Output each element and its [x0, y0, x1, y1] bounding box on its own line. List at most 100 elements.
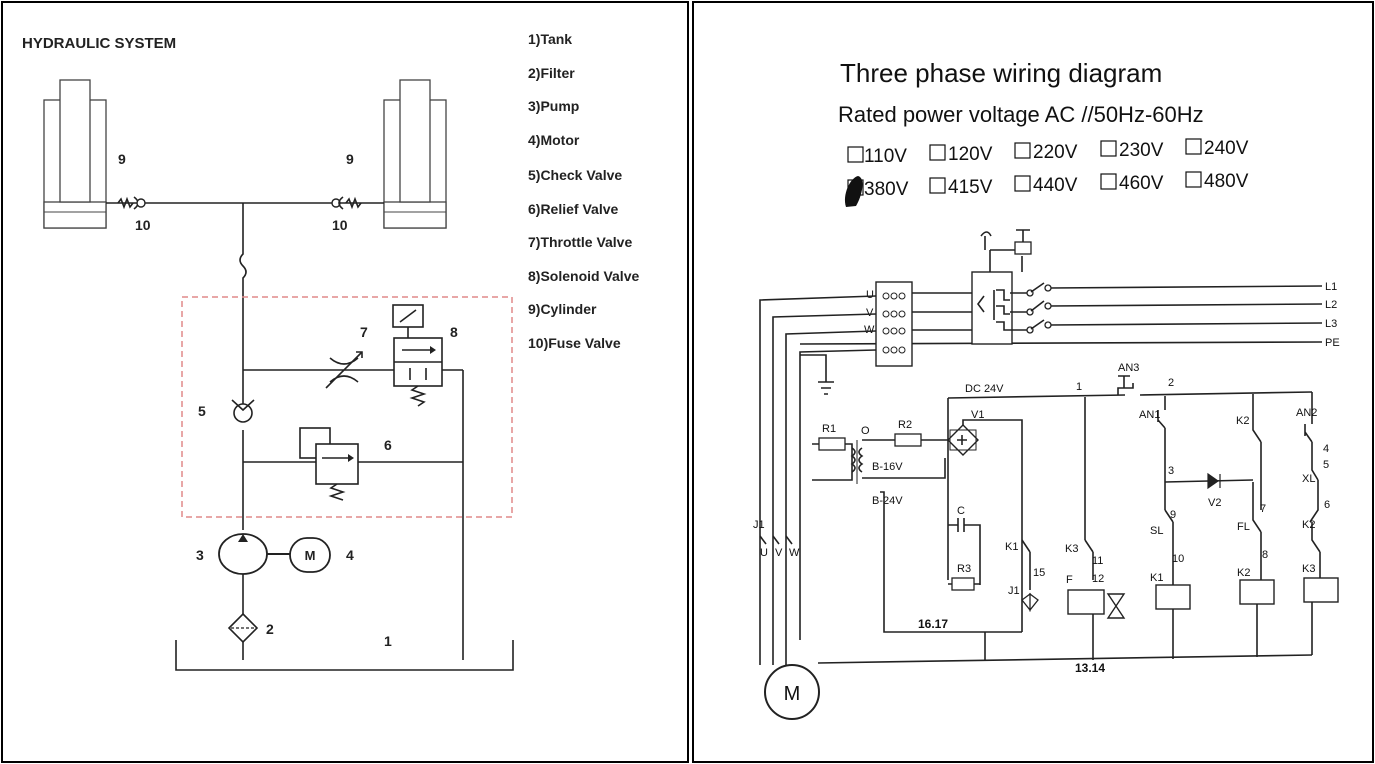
voltage-row-2: 380V 415V 440V 460V 480V — [844, 171, 1249, 207]
voltage-option: 440V — [1033, 175, 1078, 196]
legend-item: 6)Relief Valve — [528, 201, 618, 217]
motor-symbol: M — [305, 548, 316, 563]
k1-label: K1 — [1005, 541, 1018, 553]
legend-item: 9)Cylinder — [528, 301, 597, 317]
voltage-checkbox[interactable] — [847, 146, 864, 163]
throttle-valve — [325, 351, 363, 389]
k1b-label: K1 — [1150, 572, 1163, 584]
n7-label: 7 — [1260, 503, 1266, 515]
n10-label: 10 — [1172, 553, 1184, 565]
solenoid-valve — [392, 304, 443, 407]
relief-tag: 6 — [384, 437, 392, 453]
fuse-left-tag: 10 — [135, 217, 151, 233]
motor: M — [289, 537, 331, 573]
voltage-checkbox[interactable] — [1014, 142, 1031, 159]
voltage-option: 480V — [1204, 171, 1249, 192]
voltage-checkbox[interactable] — [1100, 173, 1117, 190]
tank — [175, 640, 514, 671]
sl-label: SL — [1150, 525, 1163, 537]
three-phase-motor: M — [764, 664, 820, 720]
voltage-option: 380V — [864, 179, 909, 200]
cylinder-left-tag: 9 — [118, 151, 126, 167]
j1-valve-label: J1 — [1008, 585, 1020, 597]
line-label: PE — [1325, 337, 1340, 349]
check-valve-tag: 5 — [198, 403, 206, 419]
voltage-option: 415V — [948, 177, 993, 198]
pipe-trunk — [239, 203, 247, 412]
legend-item: 2)Filter — [528, 65, 575, 81]
an3-label: AN3 — [1118, 362, 1139, 374]
hydraulic-title: HYDRAULIC SYSTEM — [22, 35, 176, 52]
motor-feeds — [759, 295, 877, 670]
filter-tag: 2 — [266, 621, 274, 637]
wiring-panel-border — [692, 1, 1374, 763]
voltage-checkbox[interactable] — [1100, 140, 1117, 157]
k2c-label: K2 — [1302, 519, 1315, 531]
voltage-checkbox[interactable] — [1185, 171, 1202, 188]
o-label: O — [861, 425, 870, 437]
label-16-17: 16.17 — [918, 617, 948, 631]
valve-block-outline — [181, 296, 513, 518]
legend-item: 1)Tank — [528, 31, 572, 47]
wiring-title: Three phase wiring diagram — [840, 58, 1162, 88]
cylinder-right — [383, 79, 447, 229]
k3-label: K3 — [1065, 543, 1078, 555]
an1-label: AN1 — [1139, 409, 1160, 421]
cylinder-right-tag: 9 — [346, 151, 354, 167]
an2-label: AN2 — [1296, 407, 1317, 419]
node-1: 1 — [1076, 381, 1082, 393]
terminal-label: V — [866, 307, 874, 319]
r3-label: R3 — [957, 563, 971, 575]
legend-item: 10)Fuse Valve — [528, 335, 621, 351]
legend-item: 5)Check Valve — [528, 167, 622, 183]
hydraulic-panel-border — [1, 1, 689, 763]
line-label: L3 — [1325, 318, 1337, 330]
hydraulic-panel: HYDRAULIC SYSTEM 1)Tank 2)Filter 3)Pump … — [1, 1, 689, 763]
fuse-valve-right — [331, 196, 362, 210]
legend-item: 3)Pump — [528, 98, 579, 114]
motor-label: M — [784, 683, 801, 705]
voltage-option: 460V — [1119, 173, 1164, 194]
voltage-checkbox[interactable] — [929, 144, 946, 161]
v2-label: V2 — [1208, 497, 1221, 509]
throttle-tag: 7 — [360, 324, 368, 340]
b16-label: B-16V — [872, 461, 903, 473]
motor-tag: 4 — [346, 547, 354, 563]
voltage-option: 230V — [1119, 140, 1164, 161]
n15-label: 15 — [1033, 567, 1045, 579]
filter — [227, 612, 259, 644]
voltage-checkbox[interactable] — [1185, 138, 1202, 155]
legend-item: 8)Solenoid Valve — [528, 268, 639, 284]
breaker — [971, 229, 1032, 345]
line-label: L1 — [1325, 281, 1337, 293]
terminal-label: W — [864, 324, 875, 336]
r1-label: R1 — [822, 423, 836, 435]
voltage-checkbox[interactable] — [1014, 175, 1031, 192]
main-switch — [1026, 282, 1052, 334]
xl-label: XL — [1302, 473, 1315, 485]
j1-contacts: J1 U V W — [753, 519, 800, 559]
dc-label: DC 24V — [965, 383, 1004, 395]
solenoid-tag: 8 — [450, 324, 458, 340]
fl-label: FL — [1237, 521, 1250, 533]
voltage-checkbox[interactable] — [929, 177, 946, 194]
control-circuit: 13.14 AN3 DC 24V 1 2 R1 O R2 B-16V B-24V — [812, 362, 1339, 675]
voltage-row-1: 110V 120V 220V 230V 240V — [847, 138, 1249, 167]
line-label: L2 — [1325, 299, 1337, 311]
pump — [218, 533, 290, 575]
legend-item: 4)Motor — [528, 132, 580, 148]
n3-label: 3 — [1168, 465, 1174, 477]
j1-label: J1 — [753, 519, 765, 531]
wiring-subtitle: Rated power voltage AC //50Hz-60Hz — [838, 102, 1204, 127]
cylinder-left — [43, 79, 107, 229]
voltage-option: 120V — [948, 144, 993, 165]
terminal-block: U V W — [864, 281, 972, 367]
fuse-valve-left — [117, 196, 146, 210]
legend-item: 7)Throttle Valve — [528, 234, 632, 250]
voltage-option: 240V — [1204, 138, 1249, 159]
pump-tag: 3 — [196, 547, 204, 563]
n9-label: 9 — [1170, 509, 1176, 521]
check-valve — [231, 399, 255, 423]
wiring-panel: Three phase wiring diagram Rated power v… — [692, 1, 1374, 763]
u-label: U — [760, 547, 768, 559]
